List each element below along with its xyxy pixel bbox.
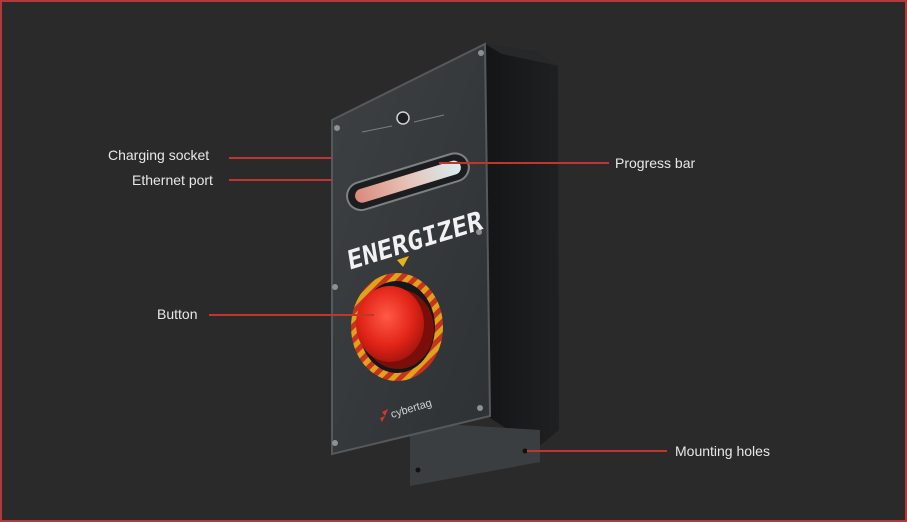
screw-bottom-left xyxy=(332,440,338,446)
callout-progress-bar: Progress bar xyxy=(615,155,696,171)
screw-mid-right xyxy=(476,229,482,235)
fine-print-left xyxy=(361,125,393,133)
screw-mid-left xyxy=(332,284,338,290)
red-button xyxy=(356,286,424,362)
mounting-bracket xyxy=(410,422,540,486)
screw-top-right xyxy=(478,50,484,56)
callout-ethernet-port: Ethernet port xyxy=(132,172,213,188)
callout-mounting-holes: Mounting holes xyxy=(675,443,770,459)
mounting-hole-left xyxy=(415,467,421,473)
mounting-hole-right xyxy=(522,448,528,454)
screw-top-left xyxy=(334,125,340,131)
arrow-indicator-icon xyxy=(397,256,409,267)
housing-top xyxy=(485,44,558,66)
housing-side xyxy=(485,44,559,448)
callout-charging-socket: Charging socket xyxy=(108,147,210,163)
callout-button: Button xyxy=(157,306,198,322)
fine-print-right xyxy=(413,114,445,123)
status-led xyxy=(396,111,410,125)
screw-bottom-right xyxy=(477,405,483,411)
